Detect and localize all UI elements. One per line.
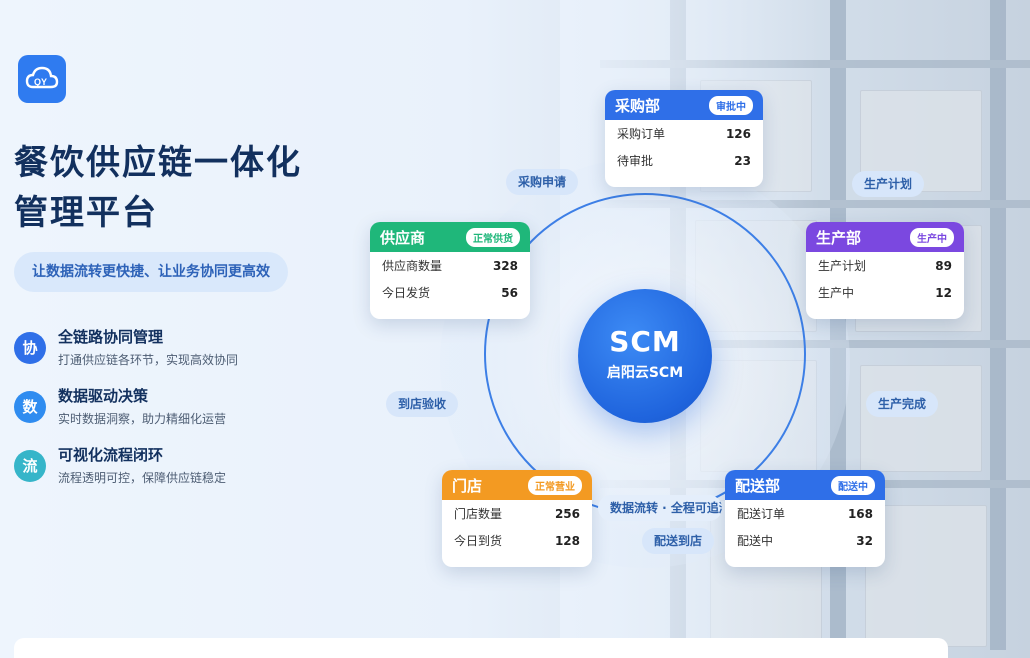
stat-label: 供应商数量: [382, 259, 443, 273]
status-badge: 正常供货: [466, 227, 520, 247]
card-title: 供应商: [380, 228, 426, 247]
stat-row: 今日到货 128: [442, 527, 592, 554]
card-title: 配送部: [735, 476, 781, 495]
stat-row: 生产计划 89: [806, 252, 964, 279]
stat-value: 89: [935, 258, 952, 273]
stat-label: 门店数量: [454, 507, 503, 521]
stat-value: 126: [725, 126, 751, 141]
feature-title: 数据驱动决策: [58, 387, 149, 405]
stat-label: 待审批: [617, 154, 654, 168]
stat-label: 采购订单: [617, 127, 666, 141]
feature-title: 全链路协同管理: [58, 328, 164, 346]
stat-value: 56: [501, 285, 518, 300]
feature-title: 可视化流程闭环: [58, 446, 164, 464]
flow-label-data-traceable: 数据流转 · 全程可追溯: [598, 495, 722, 521]
bottom-panel: [14, 638, 948, 658]
card-header: 供应商 正常供货: [370, 222, 530, 252]
stat-value: 32: [856, 533, 873, 548]
card-header: 生产部 生产中: [806, 222, 964, 252]
flow-label-purchase-request: 采购申请: [506, 169, 579, 195]
stat-value: 328: [492, 258, 518, 273]
stat-value: 256: [554, 506, 580, 521]
stat-value: 128: [554, 533, 580, 548]
stat-label: 生产中: [818, 286, 855, 300]
status-badge: 正常营业: [528, 475, 582, 495]
stat-row: 配送订单 168: [725, 500, 885, 527]
stat-value: 168: [847, 506, 873, 521]
flow-label-deliver-to-store: 配送到店: [642, 528, 715, 554]
stat-value: 23: [734, 153, 751, 168]
stat-row: 今日发货 56: [370, 279, 530, 306]
stat-row: 供应商数量 328: [370, 252, 530, 279]
hub-subtitle: 启阳云SCM: [606, 365, 684, 381]
status-badge: 生产中: [910, 227, 954, 247]
hub-title: SCM: [609, 325, 681, 358]
title-line-2: 管理平台: [14, 193, 158, 233]
flow-label-production-done: 生产完成: [866, 391, 939, 417]
card-procurement[interactable]: 采购部 审批中 采购订单 126 待审批 23: [605, 90, 763, 187]
feature-desc: 实时数据洞察，助力精细化运营: [58, 412, 227, 426]
card-supplier[interactable]: 供应商 正常供货 供应商数量 328 今日发货 56: [370, 222, 530, 319]
cloud-logo-icon[interactable]: QY: [18, 55, 66, 103]
card-delivery[interactable]: 配送部 配送中 配送订单 168 配送中 32: [725, 470, 885, 567]
stat-label: 配送订单: [737, 507, 786, 521]
card-header: 采购部 审批中: [605, 90, 763, 120]
feature-desc: 流程透明可控，保障供应链稳定: [58, 471, 227, 485]
svg-text:QY: QY: [34, 77, 47, 87]
title-line-1: 餐饮供应链一体化: [14, 143, 302, 183]
feature-desc: 打通供应链各环节，实现高效协同: [58, 353, 239, 367]
stat-row: 采购订单 126: [605, 120, 763, 147]
card-header: 门店 正常营业: [442, 470, 592, 500]
data-badge-icon: 数: [14, 391, 46, 423]
scm-hub[interactable]: SCM 启阳云SCM: [578, 289, 712, 423]
stat-label: 配送中: [737, 534, 774, 548]
slogan-badge: 让数据流转更快捷、让业务协同更高效: [14, 252, 288, 292]
collaboration-badge-icon: 协: [14, 332, 46, 364]
stat-value: 12: [935, 285, 952, 300]
stat-row: 生产中 12: [806, 279, 964, 306]
stat-label: 今日到货: [454, 534, 503, 548]
stat-row: 门店数量 256: [442, 500, 592, 527]
card-title: 生产部: [816, 228, 862, 247]
card-store[interactable]: 门店 正常营业 门店数量 256 今日到货 128: [442, 470, 592, 567]
flow-label-store-receive: 到店验收: [386, 391, 459, 417]
flow-label-production-plan: 生产计划: [852, 171, 925, 197]
card-header: 配送部 配送中: [725, 470, 885, 500]
stat-row: 配送中 32: [725, 527, 885, 554]
card-production[interactable]: 生产部 生产中 生产计划 89 生产中 12: [806, 222, 964, 319]
status-badge: 审批中: [709, 95, 753, 115]
card-title: 门店: [452, 476, 483, 495]
status-badge: 配送中: [831, 475, 875, 495]
card-title: 采购部: [615, 96, 661, 115]
stat-row: 待审批 23: [605, 147, 763, 174]
page-title: 餐饮供应链一体化 管理平台: [14, 138, 334, 238]
flow-badge-icon: 流: [14, 450, 46, 482]
stat-label: 生产计划: [818, 259, 867, 273]
stat-label: 今日发货: [382, 286, 431, 300]
